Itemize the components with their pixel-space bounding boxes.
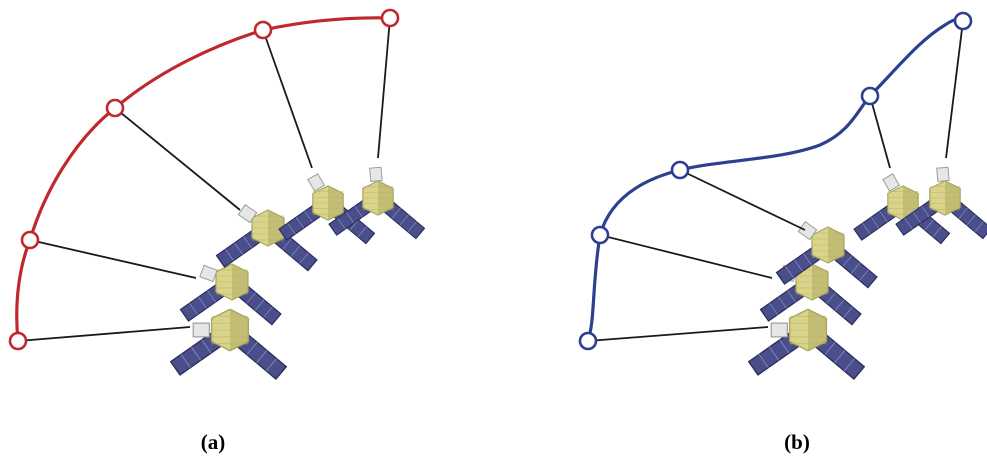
satellite-cluster-b: [747, 166, 987, 381]
nozzle-icon: [797, 221, 818, 241]
solar-panel-icon: [833, 247, 878, 289]
waypoints-a: [8, 8, 400, 351]
waypoint-a-4-icon: [253, 20, 273, 40]
tether-b-3: [679, 169, 806, 231]
nozzle-icon: [882, 173, 901, 192]
tether-b-2: [599, 234, 773, 279]
waypoint-b-5-icon: [953, 11, 973, 31]
waypoint-b-1-icon: [578, 331, 598, 351]
tether-a-3: [114, 107, 241, 211]
tether-a-1: [17, 326, 191, 342]
nozzle-icon: [199, 264, 218, 283]
waypoint-a-5-icon: [380, 8, 400, 28]
tether-a-2: [29, 239, 197, 279]
tether-a-5: [377, 17, 391, 159]
satellite-a-2-icon: [179, 263, 282, 326]
satellite-b-1-icon: [747, 308, 866, 381]
waypoint-a-1-icon: [8, 331, 28, 351]
waypoint-b-3-icon: [670, 160, 690, 180]
panel-label-b: (b): [784, 430, 810, 454]
waypoints-b: [578, 11, 973, 351]
nozzle-icon: [936, 166, 950, 182]
satellite-b-5-icon: [895, 166, 987, 240]
panel-b: (b): [578, 11, 987, 454]
satellite-a-3-icon: [215, 204, 318, 272]
nozzle-icon: [369, 166, 383, 182]
nozzle-icon: [770, 322, 788, 338]
satellite-b-4-icon: [853, 173, 951, 245]
panel-label-a: (a): [201, 430, 226, 454]
waypoint-a-3-icon: [105, 98, 125, 118]
tether-b-4: [869, 95, 891, 169]
satellite-b-3-icon: [775, 221, 878, 289]
waypoint-b-4-icon: [860, 86, 880, 106]
nozzle-icon: [237, 204, 258, 224]
nozzle-icon: [192, 322, 210, 338]
trajectory-curve-b: [586, 17, 965, 342]
panel-a: (a): [8, 8, 426, 454]
tether-a-4: [262, 29, 313, 169]
tether-b-5: [945, 20, 964, 159]
satellite-a-1-icon: [169, 308, 288, 381]
satellite-a-5-icon: [328, 166, 426, 240]
tethers-a: [17, 17, 391, 342]
satellite-cluster-a: [169, 166, 426, 381]
waypoint-b-2-icon: [590, 225, 610, 245]
tethers-b: [587, 20, 964, 342]
nozzle-icon: [307, 173, 326, 192]
tether-b-1: [587, 326, 769, 342]
waypoint-a-2-icon: [20, 230, 40, 250]
satellite-a-4-icon: [278, 173, 376, 245]
solar-panel-icon: [169, 331, 223, 376]
solar-panel-icon: [383, 200, 426, 240]
